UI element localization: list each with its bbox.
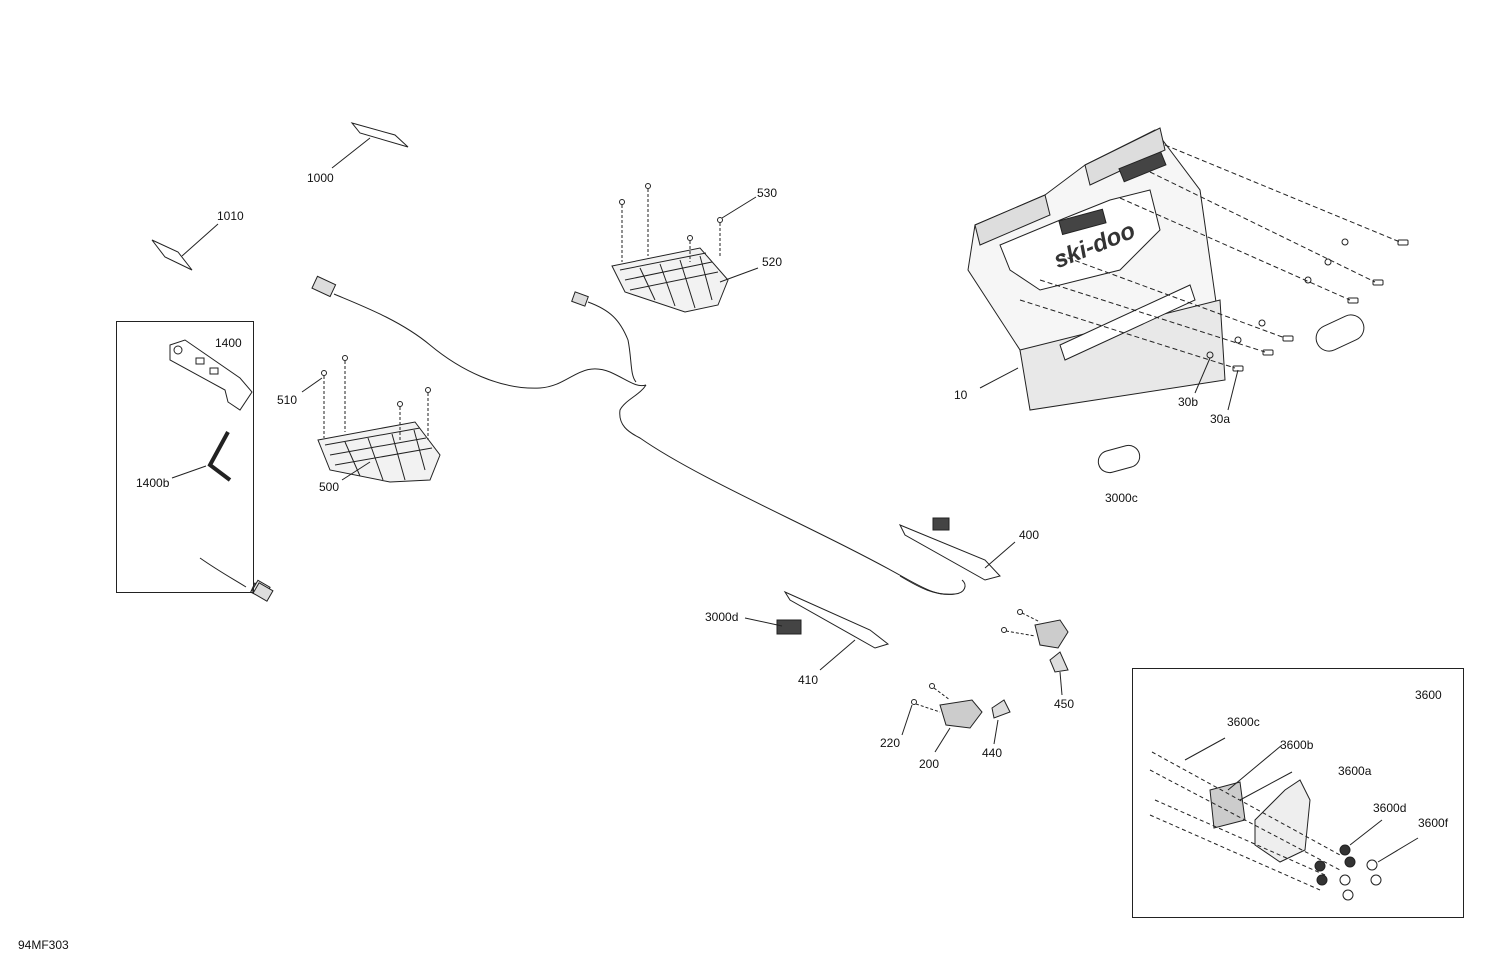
callout-3600b: 3600b bbox=[1280, 738, 1314, 752]
callout-530: 530 bbox=[757, 186, 778, 200]
part-530-screws bbox=[619, 183, 757, 262]
callout-400: 400 bbox=[1019, 528, 1040, 542]
callout-30a: 30a bbox=[1210, 412, 1231, 426]
callout-1010: 1010 bbox=[217, 209, 244, 223]
part-200-light bbox=[901, 683, 1011, 753]
part-1010-decal bbox=[151, 223, 219, 271]
part-400-strip bbox=[898, 517, 1016, 581]
part-510-screws bbox=[301, 355, 431, 440]
callout-1400: 1400 bbox=[215, 336, 242, 350]
part-10-rear-flap bbox=[967, 127, 1226, 411]
part-500-lower-rack bbox=[317, 421, 441, 483]
callout-3600d: 3600d bbox=[1373, 801, 1407, 815]
harness-connector-rear bbox=[252, 575, 966, 602]
callout-220: 220 bbox=[880, 736, 901, 750]
part-1000-decal bbox=[331, 122, 409, 169]
part-410-strip bbox=[744, 590, 890, 671]
hitch-inset-box bbox=[1132, 668, 1464, 918]
callout-410: 410 bbox=[798, 673, 819, 687]
part-3600-hitch bbox=[1149, 737, 1419, 901]
toolkit-inset-box bbox=[116, 321, 254, 593]
callout-3600c: 3600c bbox=[1227, 715, 1260, 729]
callout-200: 200 bbox=[919, 757, 940, 771]
callout-3600: 3600 bbox=[1415, 688, 1442, 702]
callout-3000d: 3000d bbox=[705, 610, 739, 624]
callout-500: 500 bbox=[319, 480, 340, 494]
diagram-reference-code: 94MF303 bbox=[18, 938, 69, 952]
callout-3000c: 3000c bbox=[1105, 491, 1138, 505]
wiring-harness bbox=[199, 275, 956, 600]
callout-1400b: 1400b bbox=[136, 476, 170, 490]
part-450-light bbox=[1001, 609, 1069, 696]
callout-520: 520 bbox=[762, 255, 783, 269]
part-3000c-pads bbox=[1097, 314, 1365, 474]
part-30-fasteners bbox=[1019, 144, 1409, 411]
callout-440: 440 bbox=[982, 746, 1003, 760]
callout-3600f: 3600f bbox=[1418, 816, 1449, 830]
callout-450: 450 bbox=[1054, 697, 1075, 711]
part-1400-wrench bbox=[169, 339, 253, 411]
callout-3600a: 3600a bbox=[1338, 764, 1372, 778]
callout-30b: 30b bbox=[1178, 395, 1199, 409]
callout-10: 10 bbox=[954, 388, 968, 402]
callout-1000: 1000 bbox=[307, 171, 334, 185]
part-1400b-hex-key bbox=[171, 431, 232, 482]
callout-510: 510 bbox=[277, 393, 298, 407]
part-520-upper-rack bbox=[611, 247, 759, 313]
